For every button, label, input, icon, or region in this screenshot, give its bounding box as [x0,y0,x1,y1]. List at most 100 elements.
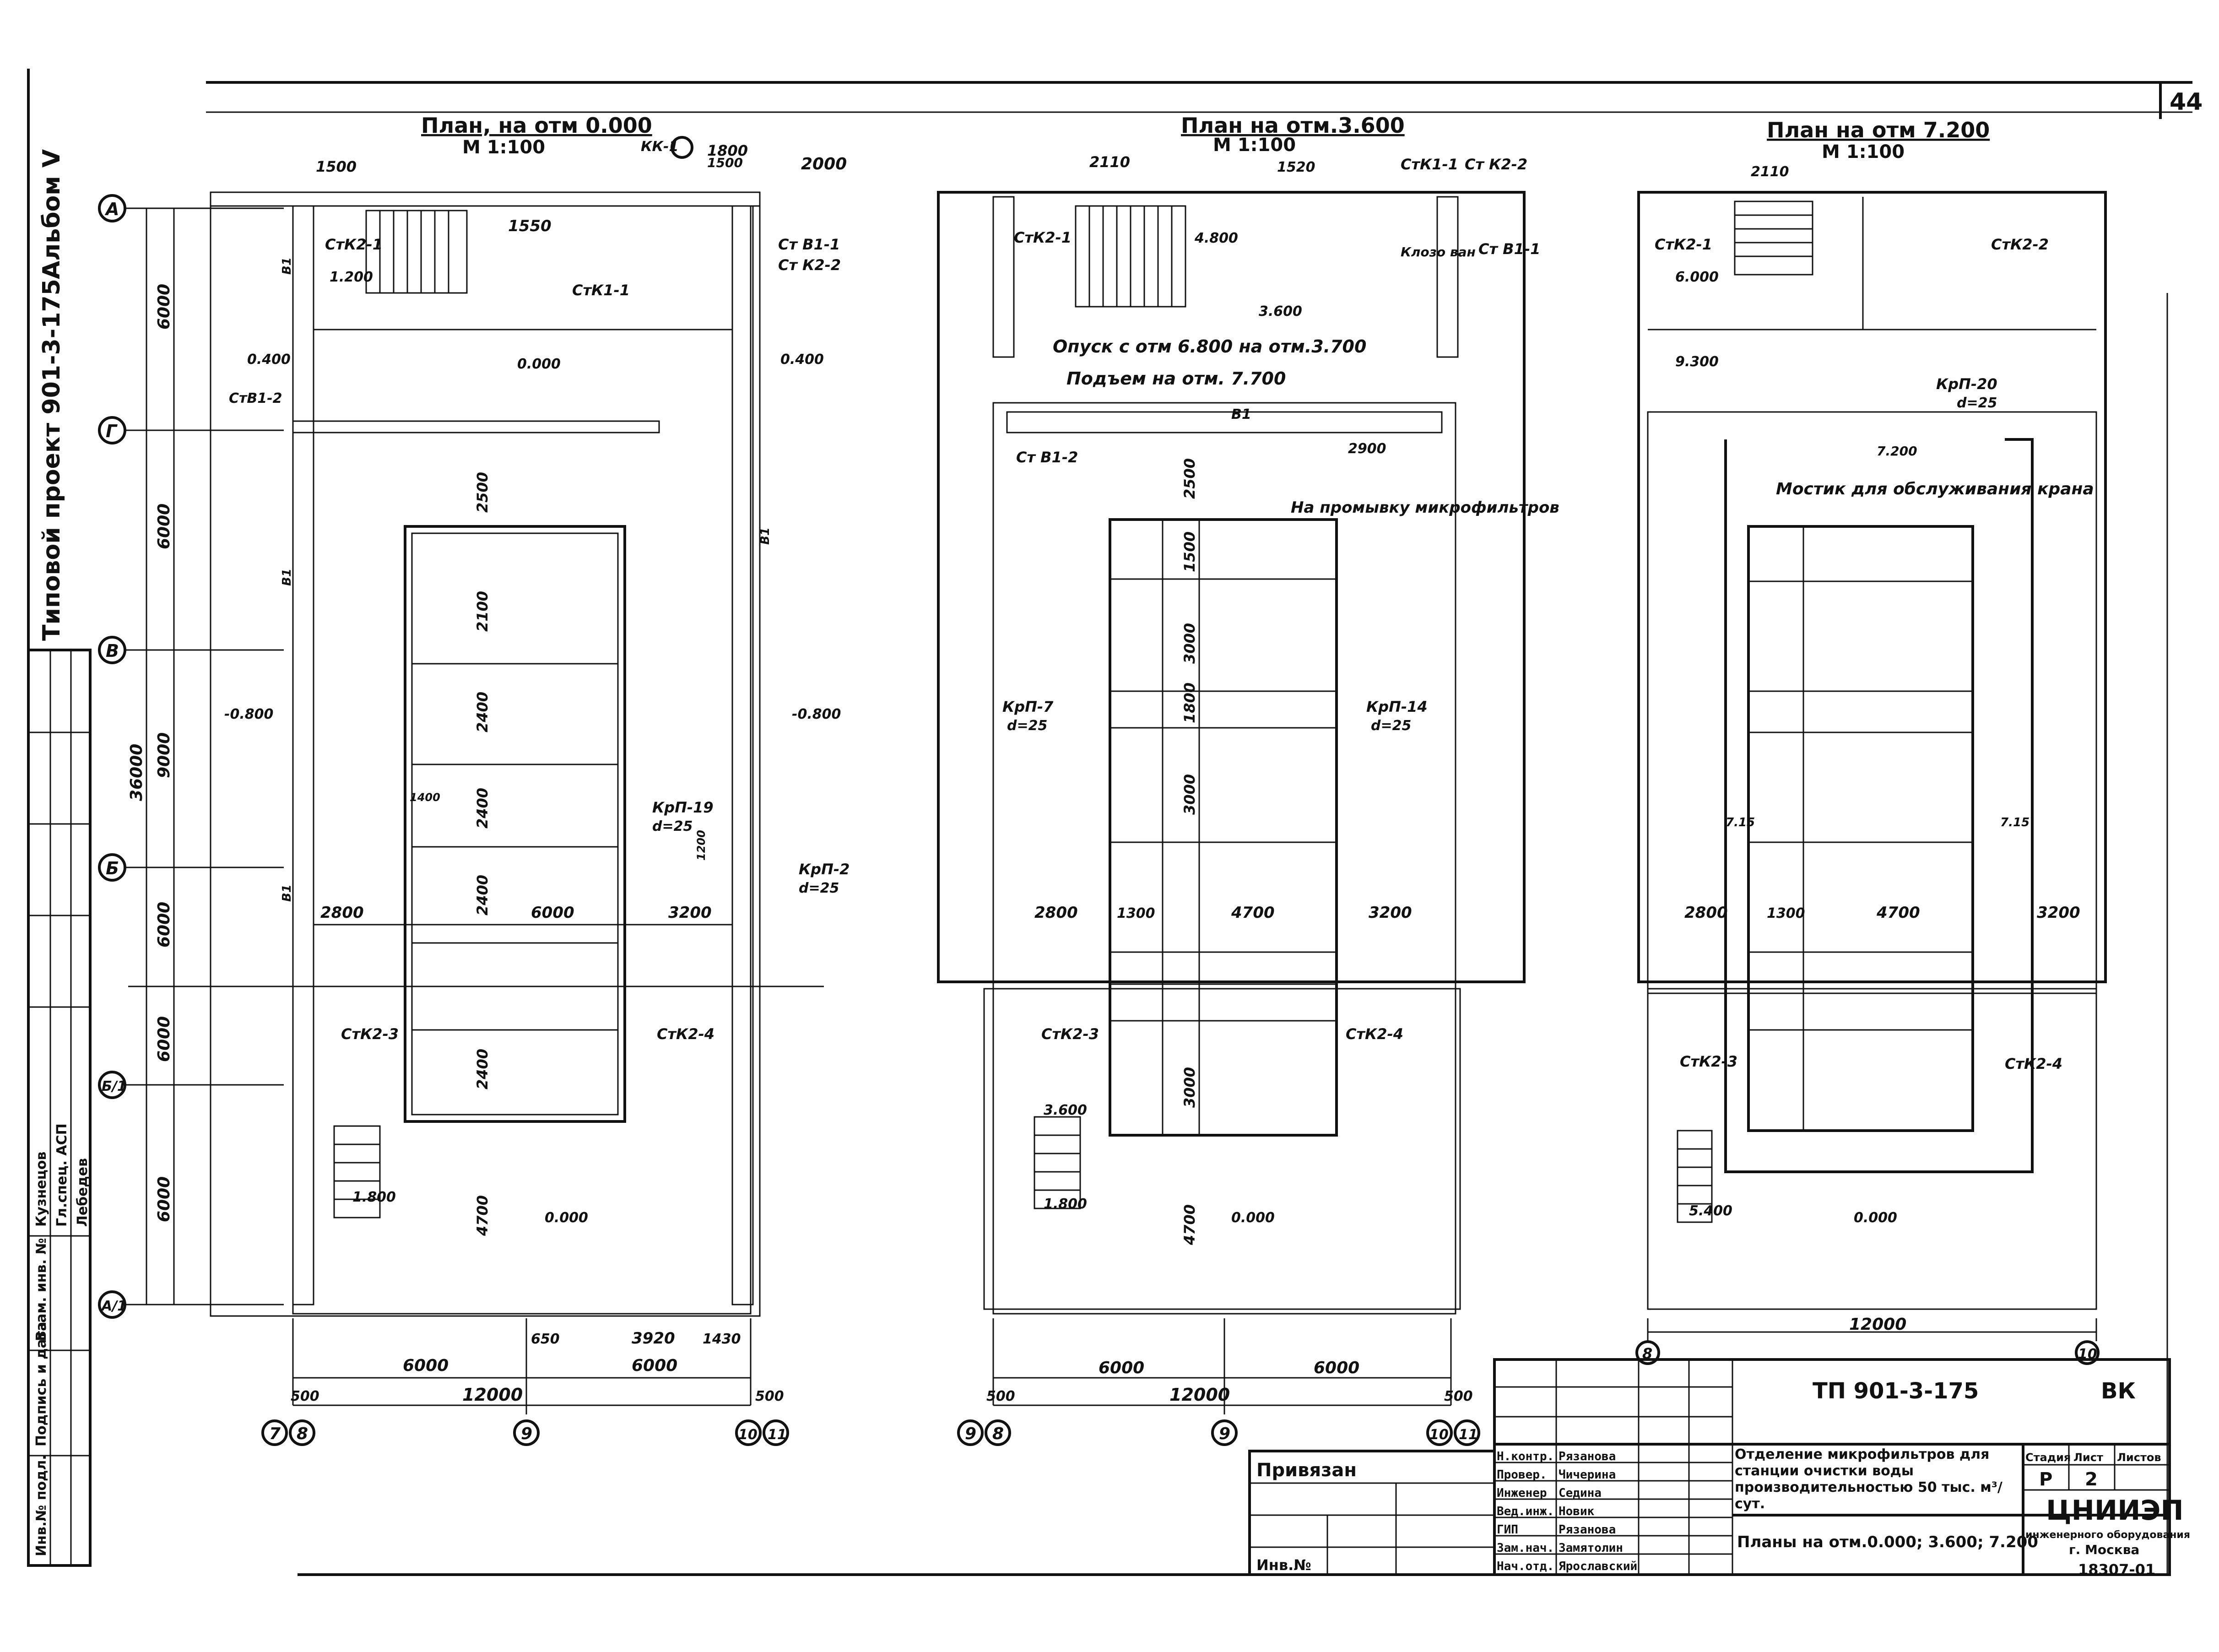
dim: 12000 [1849,1315,1906,1334]
col-axis-bubble [289,1419,315,1446]
col-axis-bubble [513,1419,540,1446]
label: 9.300 [1675,354,1719,370]
tb-role: Нач.отд. [1497,1560,1554,1573]
row-axis-bubble [98,194,126,222]
stamp-name-1: Кузнецов [33,1152,49,1227]
label: 7.200 [1877,444,1917,459]
tb-mark: ВК [2101,1378,2136,1404]
dim: 4700 [1181,1204,1198,1246]
label: КрП-2 [799,861,850,878]
row-dim-total: 36000 [127,744,146,801]
label: 0.000 [1231,1210,1275,1226]
album-label: Альбом V [38,149,65,279]
label: 0.400 [247,352,291,368]
dim: 2400 [474,692,491,732]
dim: 2110 [1751,164,1789,180]
label: 1.800 [1044,1196,1087,1212]
row-axis-bubble [98,636,126,664]
label: Ст К2-2 [778,256,841,274]
tb-description-2: Планы на отм.0.000; 3.600; 7.200 [1737,1533,2038,1551]
dim: 2400 [474,788,491,829]
label: 0.000 [517,356,561,372]
row-dim: 6000 [155,504,173,549]
row-axis-label: В [106,641,119,661]
dim: 6000 [1099,1359,1144,1377]
sheet-number: 44 [2170,88,2203,116]
dim: 2800 [1034,904,1078,922]
tb-name: Чичерина [1559,1468,1616,1482]
label: СтК2-4 [657,1025,714,1043]
dim: 2800 [1684,904,1728,922]
title-block: ТП 901-3-175 ВК Привязан Инв.№ Н.контр. … [1248,1358,2190,1578]
label: Ст В1-1 [778,236,840,253]
label: d=25 [1957,395,1997,411]
row-axis-label: Б [106,858,119,878]
label: d=25 [799,880,839,896]
stamp-replace: Взам. инв. № [33,1238,49,1341]
dim: 1500 [316,158,357,175]
row-axis-label: А/1 [101,1298,127,1314]
label: СтК2-1 [1655,236,1712,253]
plan-1-scale: М 1:100 [462,137,545,158]
label: КрП-19 [652,799,714,816]
row-dim: 6000 [155,284,173,330]
label: В1 [280,884,294,902]
dim: 1300 [1767,905,1805,921]
label: В1 [280,257,294,275]
label: Клозо ван [1401,244,1476,260]
label: СтК2-4 [2005,1055,2062,1072]
dim: 3200 [668,904,712,922]
tb-doc-number: 18307-01 [2078,1561,2155,1578]
dim: 12000 [1169,1385,1230,1405]
row-axes: А Г В Б Б/1 А/1 6000 6000 9000 6000 6000… [98,194,284,1319]
label: В1 [1231,406,1251,422]
stamp-inv: Инв.№ подл. [33,1455,49,1556]
left-stamp: Инв.№ подл. Подпись и дата Взам. инв. № … [27,649,92,1567]
dim: 1800 [707,142,748,159]
tb-name: Рязанова [1559,1450,1616,1463]
stamp-role: Гл.спец. АСП [54,1123,70,1227]
label: Ст В1-1 [1478,240,1540,258]
dim: 3920 [632,1329,675,1348]
dim: 1200 [695,830,708,861]
col-axis-bubble [735,1419,762,1446]
dim: 500 [291,1388,319,1404]
label: КК-1 [641,139,678,155]
row-dim: 9000 [155,732,173,778]
row-axis-bubble [98,853,126,882]
row-axis-label: Б/1 [102,1078,127,1094]
tb-city: г. Москва [2069,1542,2139,1557]
dim: 6000 [632,1356,677,1375]
label: -0.800 [792,706,841,722]
label: СтК2-3 [1680,1053,1737,1070]
tb-name: Замятолин [1559,1541,1623,1555]
label: -0.800 [224,706,273,722]
label: 5.400 [1689,1203,1732,1219]
tb-description: Отделение микрофильтров для станции очис… [1735,1446,2003,1512]
label: d=25 [652,818,693,834]
dim: 500 [755,1388,784,1404]
row-dim: 6000 [155,902,173,948]
plan-3: План на отм 7.200 М 1:100 [1635,118,2107,1365]
tb-name: Ярославский [1559,1560,1637,1573]
label: На промывку микрофильтров [1291,498,1559,517]
dim: 500 [1444,1388,1473,1404]
dim: 1520 [1277,159,1315,175]
dim: 6000 [531,904,574,922]
tb-code: ТП 901-3-175 [1813,1378,1979,1404]
dim: 2400 [474,1049,491,1089]
row-axis-bubble [98,416,126,444]
dim: 2100 [474,591,491,632]
dim: 3000 [1181,774,1198,815]
dim: 650 [531,1331,560,1347]
col-axis-label: 10 [1429,1427,1449,1443]
label: КрП-7 [1002,698,1054,715]
dim: 2400 [474,875,491,915]
dim: 1400 [410,791,440,804]
tb-role: ГИП [1497,1523,1518,1537]
label: Ст К2-2 [1465,156,1527,173]
tb-stage-label: Стадия [2025,1451,2071,1464]
tb-role: Вед.инж. [1497,1505,1554,1518]
label: 3.600 [1259,303,1302,320]
dim: 500 [986,1388,1015,1404]
